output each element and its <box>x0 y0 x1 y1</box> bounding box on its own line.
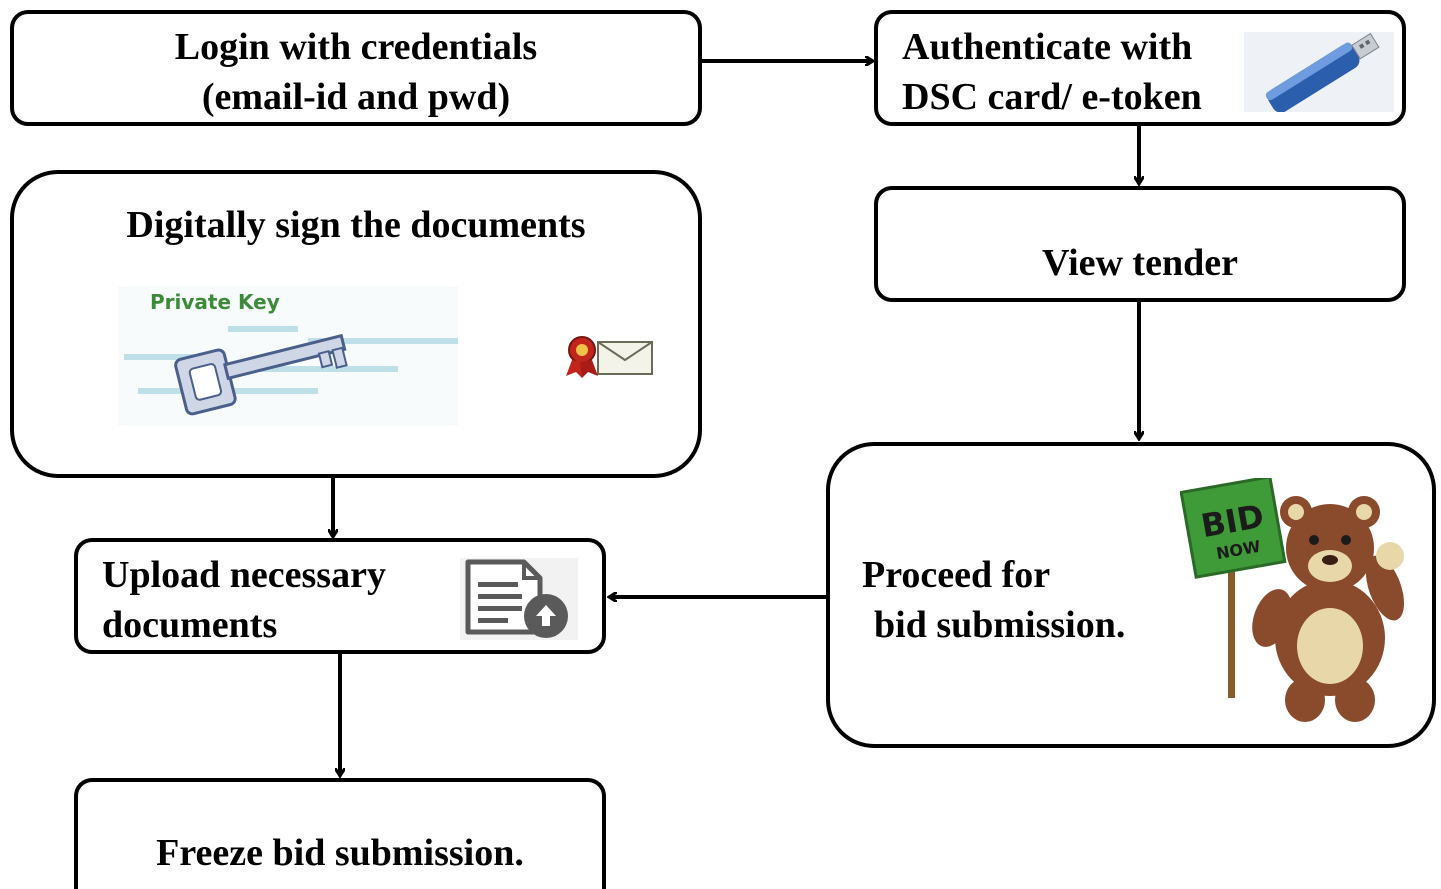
view-tender-step-box: View tender <box>874 186 1406 302</box>
teddy-bear-bid-sign-icon: BID NOW <box>1180 478 1405 722</box>
key-and-certificate-icon <box>566 336 653 378</box>
digital-sign-step-box: Digitally sign the documents Private Key <box>10 170 702 478</box>
upload-step-line1: Upload necessary <box>102 554 386 596</box>
proceed-step-line1: Proceed for <box>862 554 1051 596</box>
private-key-caption: Private Key <box>150 290 280 314</box>
document-upload-icon <box>460 558 578 640</box>
proceed-step-line2: bid submission. <box>874 604 1126 646</box>
freeze-step-box: Freeze bid submission. <box>74 778 606 889</box>
login-step-line2: (email-id and pwd) <box>201 76 511 118</box>
authenticate-step-line1: Authenticate with <box>902 26 1193 68</box>
login-step-box: Login with credentials (email-id and pwd… <box>10 10 702 126</box>
digital-sign-step-label: Digitally sign the documents <box>126 204 586 246</box>
upload-step-line2: documents <box>102 604 278 646</box>
private-key-illustration: Private Key <box>118 286 458 426</box>
login-step-line1: Login with credentials <box>174 26 538 68</box>
upload-step-box: Upload necessary documents <box>74 538 606 654</box>
authenticate-step-line2: DSC card/ e-token <box>902 76 1202 118</box>
usb-token-icon <box>1244 32 1394 112</box>
key-icon <box>124 326 458 416</box>
proceed-step-box: Proceed for bid submission. BID NOW <box>826 442 1436 748</box>
view-tender-step-label: View tender <box>1042 242 1238 284</box>
freeze-step-label: Freeze bid submission. <box>156 832 524 874</box>
authenticate-step-box: Authenticate with DSC card/ e-token <box>874 10 1406 126</box>
